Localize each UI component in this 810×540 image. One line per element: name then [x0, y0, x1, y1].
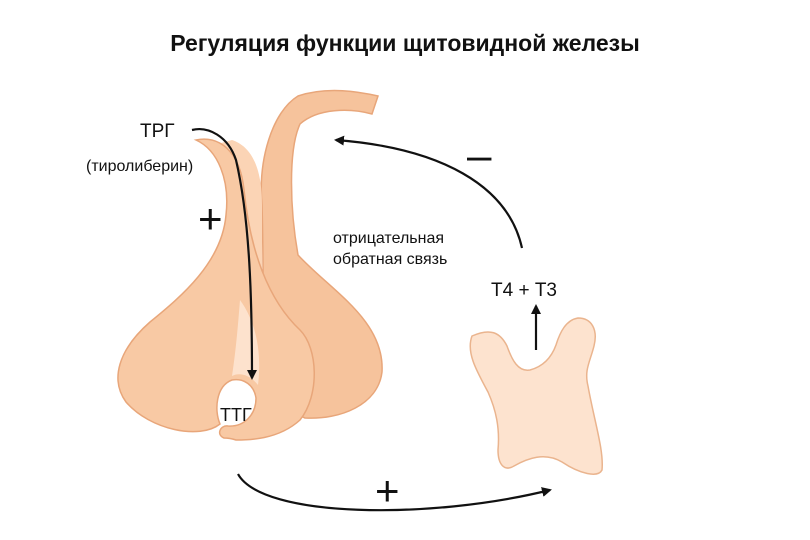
stimulus-sign-bottom: +	[375, 467, 400, 514]
ttg-label: ТТГ	[220, 405, 252, 425]
feedback-label: отрицательная обратная связь	[333, 228, 447, 270]
inhibition-sign: –	[467, 131, 492, 180]
thyroid-body	[469, 317, 604, 475]
trg-pathway-arrow	[191, 128, 257, 380]
thyroid-gland	[469, 317, 604, 475]
feedback-arrow	[334, 135, 524, 249]
pituitary-gland	[117, 89, 383, 441]
feedback-label-line2: обратная связь	[333, 251, 448, 268]
ttg-arrow	[237, 473, 552, 512]
trg-full-name: (тиролиберин)	[86, 158, 194, 175]
stimulus-sign-top: +	[198, 195, 223, 242]
diagram-title: Регуляция функции щитовидной железы	[170, 30, 640, 56]
feedback-label-line1: отрицательная	[333, 230, 445, 247]
trg-label: ТРГ	[140, 121, 175, 142]
hormones-label: Т4 + Т3	[491, 280, 557, 301]
anterior-lobe	[117, 138, 315, 441]
